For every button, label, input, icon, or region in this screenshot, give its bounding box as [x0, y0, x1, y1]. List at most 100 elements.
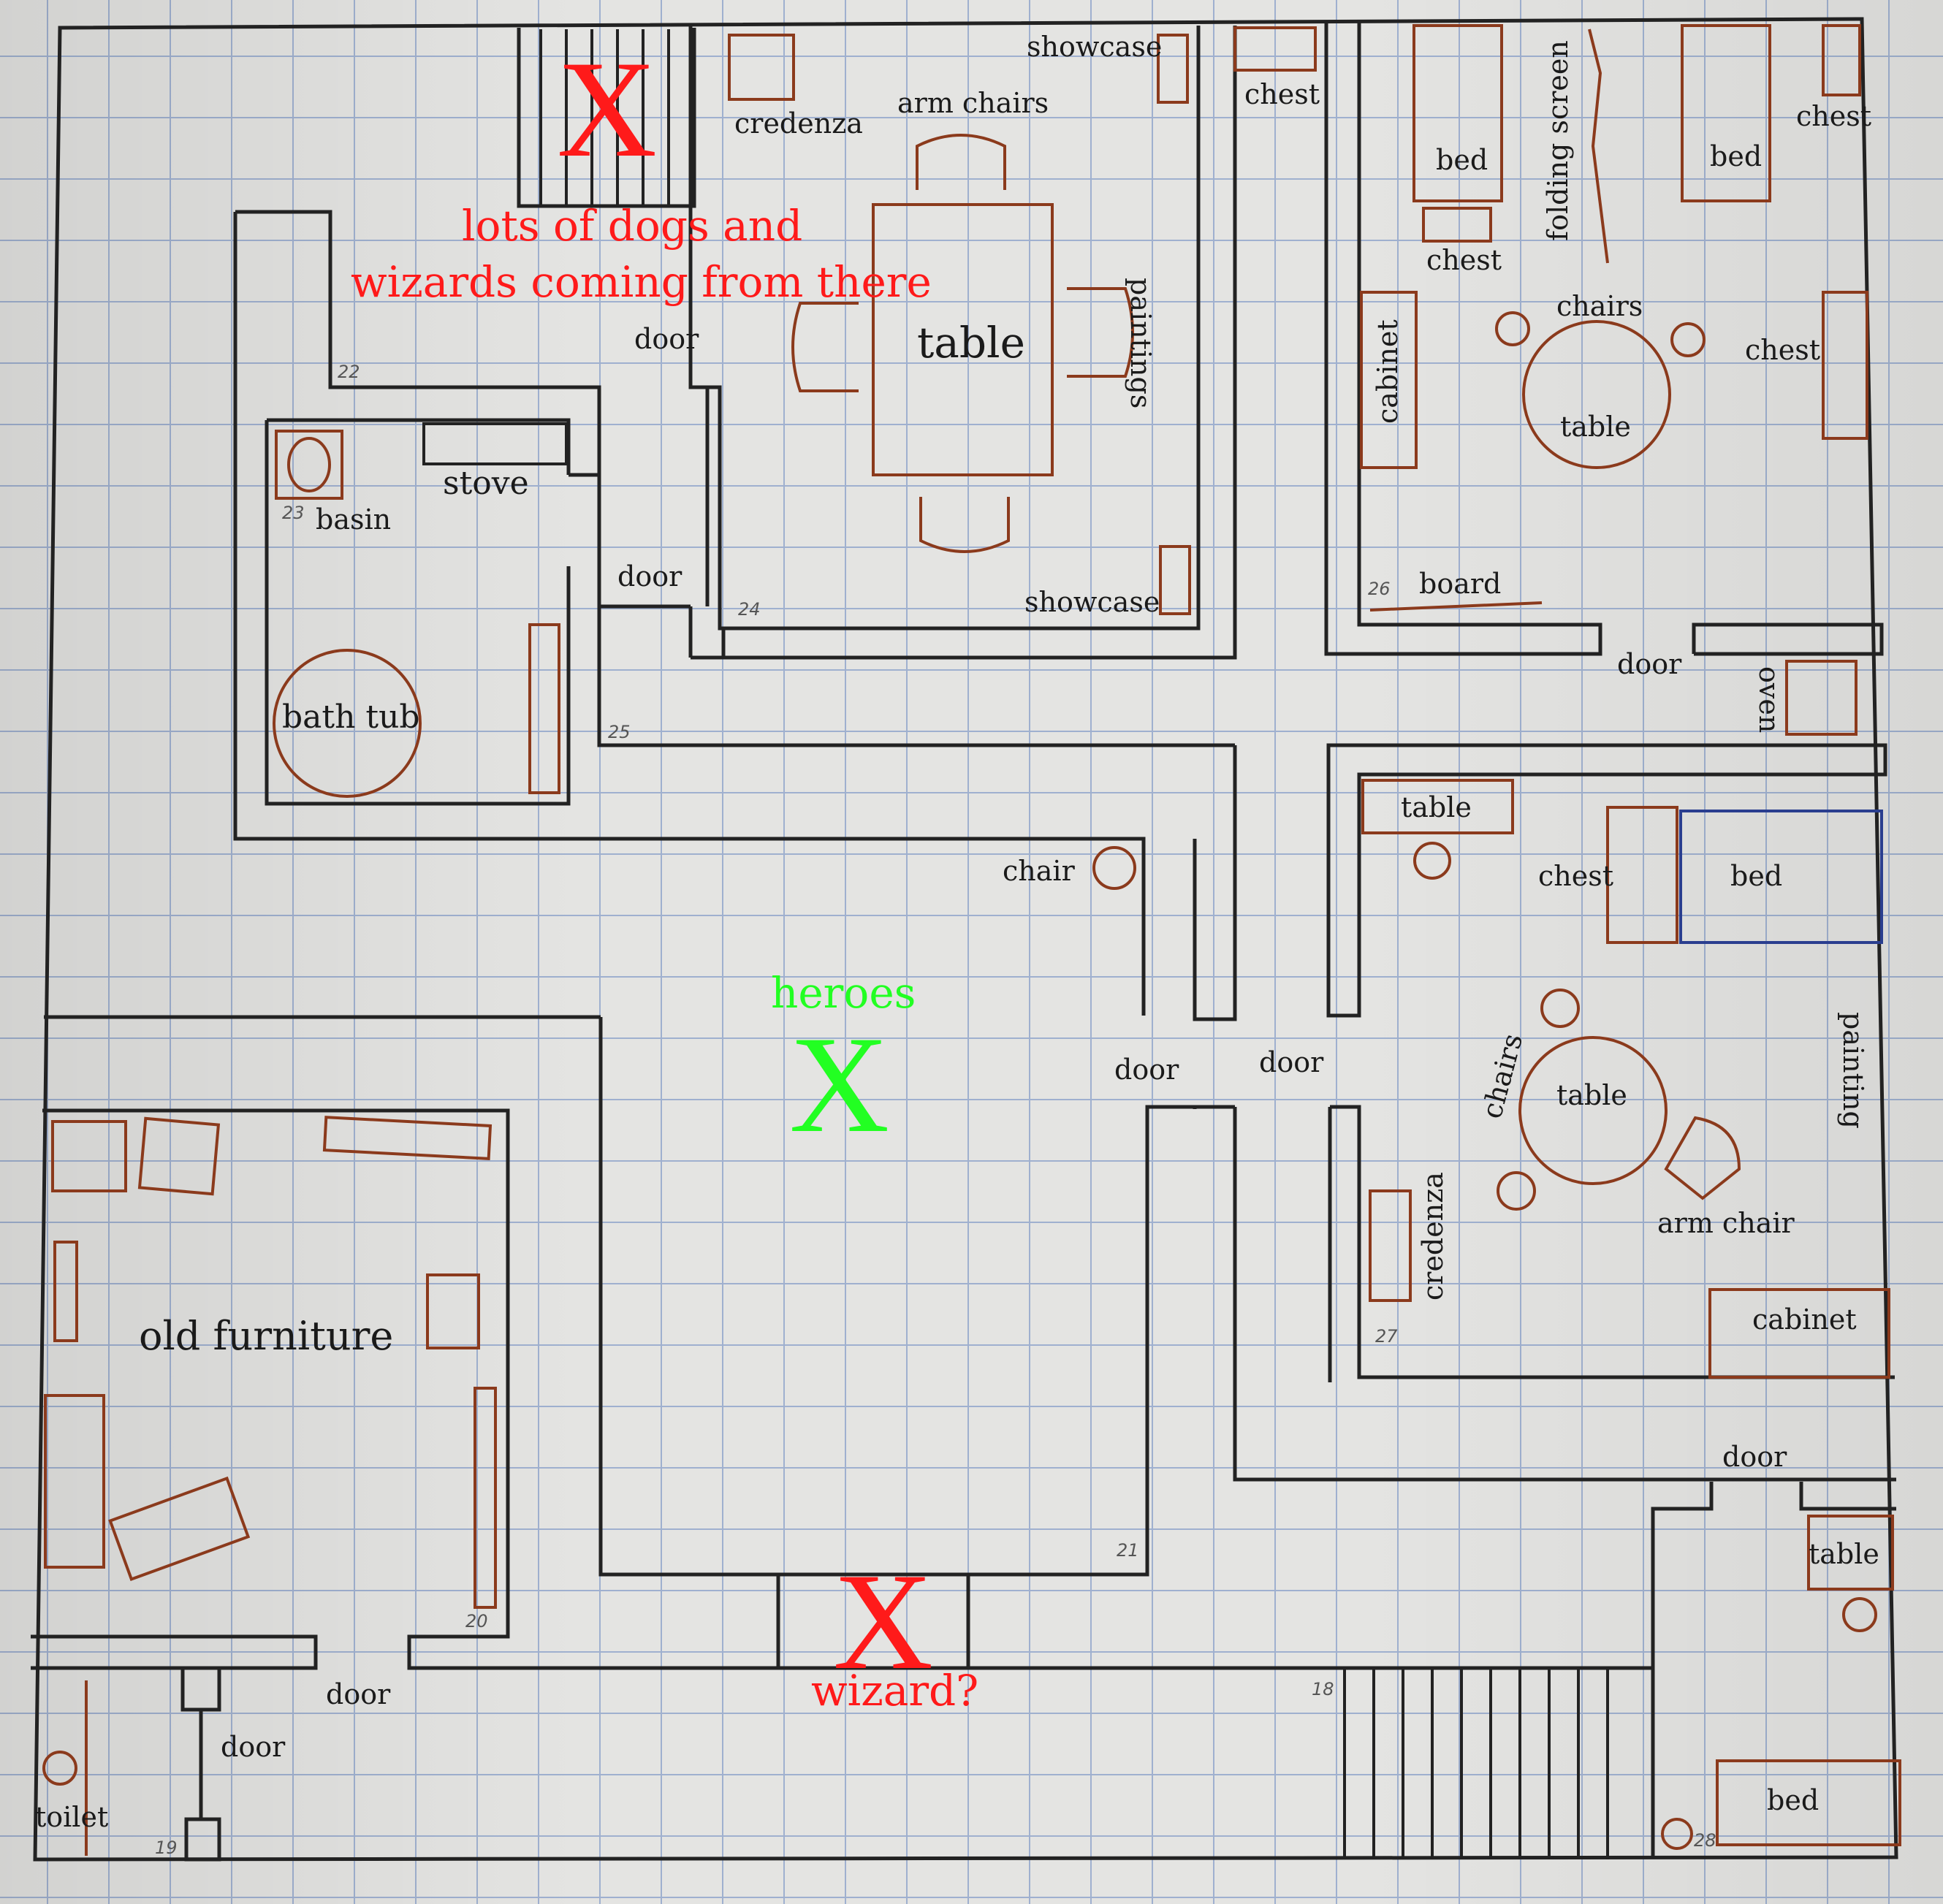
room-number-18: 18 — [1312, 1679, 1334, 1699]
showcase-top-label: showcase — [1027, 31, 1163, 63]
stove-shape — [422, 422, 568, 465]
room-number-22: 22 — [338, 362, 360, 382]
cabinet-shape — [1360, 291, 1418, 469]
toilet-label: toilet — [35, 1801, 109, 1833]
room-number-21: 21 — [1117, 1540, 1139, 1561]
walls — [31, 17, 1898, 1862]
toilet-door-label: door — [221, 1731, 286, 1763]
small-table-label: table — [1809, 1538, 1879, 1570]
mid-credenza-shape — [1369, 1189, 1412, 1302]
mid-round-table-label: table — [1556, 1079, 1627, 1111]
room-number-25: 25 — [608, 722, 631, 742]
entrance-x-marker: X — [557, 33, 658, 186]
mid-cabinet-label: cabinet — [1752, 1303, 1857, 1336]
heroes-x-marker: X — [789, 1008, 890, 1162]
board-shape — [1369, 601, 1543, 612]
chest-side-shape — [1822, 291, 1868, 440]
chairs-label: chairs — [1556, 290, 1643, 322]
mid-door-label: door — [1259, 1046, 1324, 1078]
hall-chair-label: chair — [1003, 855, 1075, 887]
room-number-26: 26 — [1368, 579, 1391, 599]
wizard-x-marker: X — [833, 1545, 934, 1699]
table-round-top — [1522, 320, 1671, 469]
chest-right-shape — [1822, 24, 1861, 96]
armchair-bottom — [919, 497, 1010, 553]
basin-label: basin — [316, 503, 392, 536]
round-table-label: table — [1560, 411, 1631, 443]
oven-label: oven — [1753, 666, 1785, 734]
folding-screen-label: folding screen — [1542, 40, 1574, 241]
credenza-label: credenza — [734, 107, 863, 140]
basin-shape — [275, 430, 343, 500]
heroes-label: heroes — [771, 968, 916, 1018]
small-door-label: door — [1722, 1441, 1787, 1473]
dining-door-label: door — [634, 323, 699, 355]
chest-side-label: chest — [1745, 334, 1821, 366]
small-table-shape — [1807, 1515, 1894, 1591]
mid-bed-shape — [1679, 810, 1883, 944]
bath-tub-label: bath tub — [282, 698, 420, 736]
furniture — [42, 24, 1901, 1856]
armchair-right — [1067, 287, 1134, 378]
bath-door-label: door — [617, 560, 682, 593]
toilet-shape — [42, 1751, 77, 1786]
cabinet-label: cabinet — [1372, 319, 1404, 424]
old-furniture-label: old furniture — [139, 1313, 394, 1359]
small-bed-shape — [1716, 1759, 1901, 1846]
mid-table-label: table — [1401, 791, 1472, 823]
mid-round-table — [1518, 1036, 1668, 1185]
mid-chest-shape — [1606, 806, 1678, 944]
bed-left-label: bed — [1436, 144, 1488, 176]
chest-corridor — [1233, 26, 1317, 72]
paintings-label: paintings — [1125, 278, 1157, 409]
chest-right-label: chest — [1796, 100, 1872, 132]
showcase-bottom-label: showcase — [1024, 586, 1160, 618]
bathtub-shape — [273, 649, 422, 798]
stairs — [539, 29, 1609, 1859]
bath-bench — [528, 623, 560, 794]
painting-label: painting — [1837, 1012, 1869, 1129]
arm-chair-label: arm chair — [1657, 1207, 1795, 1239]
small-bed-label: bed — [1767, 1784, 1820, 1816]
room-number-20: 20 — [465, 1611, 488, 1631]
mid-chest-label: chest — [1538, 860, 1614, 892]
outer-wall — [33, 17, 1898, 1862]
arm-chairs-label: arm chairs — [897, 87, 1049, 119]
folding-screen-shape — [1588, 28, 1609, 264]
armchair-left — [791, 302, 859, 392]
bed-right-label: bed — [1710, 140, 1763, 172]
chest-left-shape — [1422, 207, 1492, 243]
room-number-24: 24 — [738, 599, 761, 620]
mid-bed-label: bed — [1730, 860, 1783, 892]
mid-armchair — [1664, 1116, 1741, 1200]
credenza-shape — [728, 34, 795, 101]
bedroom-top-door-label: door — [1617, 648, 1682, 680]
mid-table-shape — [1361, 779, 1514, 834]
showcase-top-shape — [1157, 34, 1189, 104]
oven-shape — [1785, 660, 1858, 736]
wizard-label: wizard? — [811, 1666, 979, 1715]
armchair-top — [916, 134, 1006, 190]
showcase-bottom-shape — [1159, 545, 1191, 615]
room-number-28: 28 — [1694, 1830, 1716, 1851]
chest-left-label: chest — [1426, 244, 1502, 276]
storage-door-label: door — [326, 1678, 391, 1710]
mid-cabinet-shape — [1708, 1288, 1890, 1379]
stove-label: stove — [443, 465, 529, 502]
board-label: board — [1419, 568, 1502, 600]
hall-door-label: door — [1114, 1054, 1179, 1086]
hall-chair-shape — [1092, 846, 1136, 890]
room-number-27: 27 — [1375, 1326, 1398, 1347]
corridor-chest-label: chest — [1244, 78, 1320, 110]
bed-left — [1412, 24, 1503, 202]
bed-right — [1681, 24, 1771, 202]
entrance-note-line1: lots of dogs and — [462, 201, 803, 251]
dining-table-label: table — [917, 318, 1025, 368]
room-number-19: 19 — [155, 1838, 178, 1858]
table-shape — [872, 203, 1054, 476]
entrance-note-line2: wizards coming from there — [351, 257, 932, 307]
mid-credenza-label: credenza — [1417, 1172, 1449, 1301]
room-number-23: 23 — [282, 503, 305, 523]
